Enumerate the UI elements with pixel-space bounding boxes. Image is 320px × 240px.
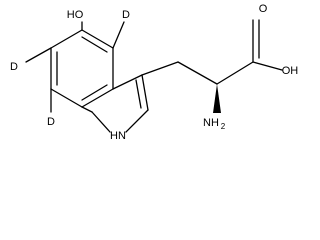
label-ho: HO (67, 9, 84, 21)
label-nh-n: N (118, 130, 126, 142)
bond-calpha-ccarboxyl (216, 61, 254, 85)
bond-c2-n1 (125, 109, 149, 133)
label-amine-nh: NH (203, 117, 219, 129)
bond-c5-c6 (50, 29, 83, 49)
bond-cbeta-calpha (177, 61, 218, 85)
bond-n1-c7a (91, 111, 111, 133)
bond-c3-c2 (141, 74, 149, 111)
bond-c4-d (112, 21, 125, 49)
bond-ccarboxyl-oh (252, 61, 283, 71)
structure-diagram: HO D D D H N OH O NH 2 (10, 3, 299, 142)
label-deuterium-top: D (122, 9, 130, 21)
label-deuterium-left: D (10, 61, 18, 73)
bond-c6-d (25, 47, 52, 63)
label-carbonyl-o: O (259, 3, 268, 15)
bond-c7-c7a (50, 88, 83, 108)
bond-c7a-link (81, 106, 93, 113)
label-carboxyl-oh: OH (282, 65, 299, 77)
label-nh-h: H (110, 130, 118, 142)
wedge-bond-calpha-nh2 (213, 84, 221, 113)
bond-c7a-c3a (81, 88, 114, 108)
label-amine-subscript: 2 (221, 122, 226, 131)
bond-double-c3-c2 (135, 79, 142, 109)
bond-c3a-c3 (112, 74, 143, 90)
bond-c4-c5 (81, 29, 114, 49)
bond-c3-cbeta (141, 61, 179, 76)
bond-double-c7a-c3a (81, 84, 108, 101)
bond-double-c4-c5 (81, 36, 108, 53)
label-deuterium-bottom: D (47, 116, 55, 128)
molecule-canvas: HO D D D H N OH O NH 2 (10, 3, 299, 142)
